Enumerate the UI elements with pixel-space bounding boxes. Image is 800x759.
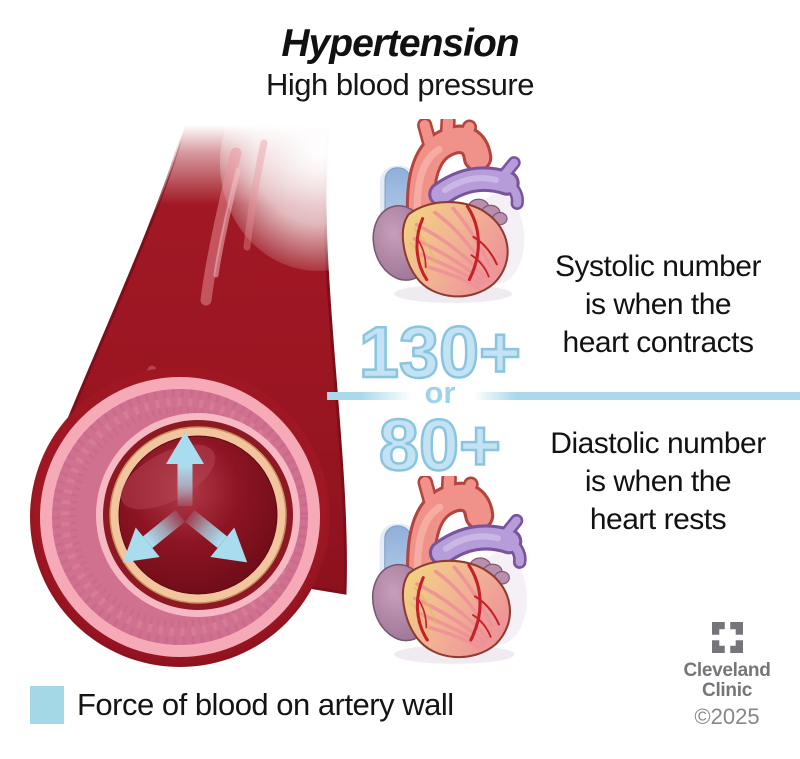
diastolic-caption: Diastolic number is when the heart rests <box>508 425 800 539</box>
cleveland-clinic-logo-icon <box>711 622 743 653</box>
org-name-line2: Clinic <box>702 680 752 701</box>
diastolic-value: 80+ <box>378 406 503 486</box>
page-subtitle: High blood pressure <box>266 67 534 102</box>
artery-cross-section-icon <box>30 125 360 667</box>
legend-swatch <box>30 686 64 724</box>
systolic-caption-line2: is when the <box>584 288 732 321</box>
diastolic-caption-line3: heart rests <box>589 503 727 536</box>
or-label: or <box>424 375 456 410</box>
diastolic-caption-line2: is when the <box>584 465 732 498</box>
heart-resting-icon <box>363 476 529 668</box>
diastolic-caption-line1: Diastolic number <box>550 427 766 460</box>
legend-label: Force of blood on artery wall <box>77 687 454 722</box>
fraction-divider-line <box>327 392 800 400</box>
systolic-caption: Systolic number is when the heart contra… <box>508 248 800 362</box>
pressure-arrows-icon <box>122 432 248 563</box>
legend: Force of blood on artery wall <box>30 686 454 724</box>
systolic-value: 130+ <box>358 313 523 393</box>
page-title: Hypertension <box>281 22 519 65</box>
heart-contracting-icon <box>362 119 528 307</box>
cleveland-clinic-branding: Cleveland Clinic ©2025 <box>662 622 792 730</box>
systolic-caption-line3: heart contracts <box>562 326 754 359</box>
org-name-line1: Cleveland <box>683 660 771 681</box>
systolic-caption-line1: Systolic number <box>555 250 761 283</box>
copyright: ©2025 <box>694 704 760 729</box>
